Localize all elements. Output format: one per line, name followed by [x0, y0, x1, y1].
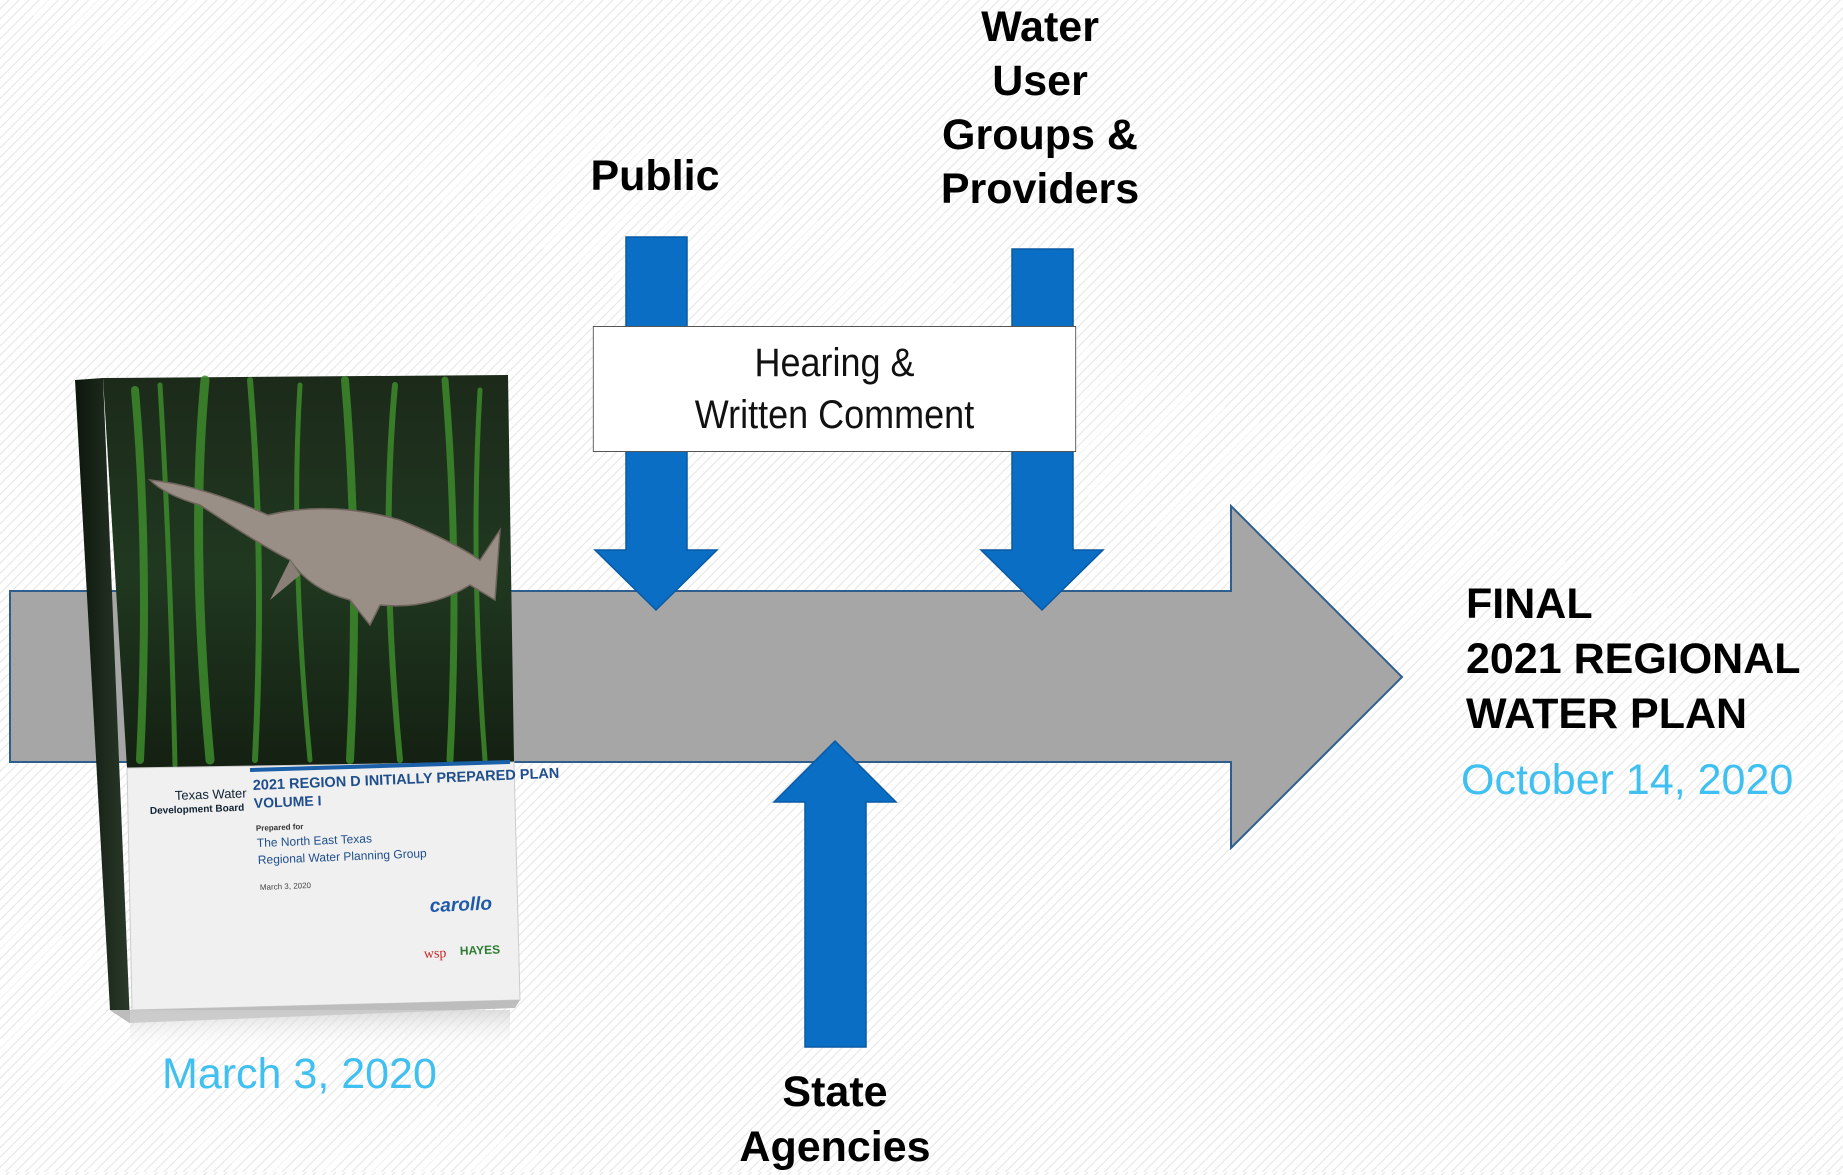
hearing-comment-box: Hearing & Written Comment — [592, 326, 1077, 452]
water-users-line-1: Water — [981, 3, 1099, 51]
cover-prepared-for-1: The North East Texas — [257, 831, 373, 850]
hearing-line-1: Hearing & — [754, 341, 915, 385]
water-users-label: Water User Groups & Providers — [900, 0, 1180, 216]
state-agencies-input-arrow — [772, 739, 898, 1048]
hearing-line-2: Written Comment — [694, 393, 975, 437]
cover-reflection — [130, 1010, 510, 1055]
cover-prepared-for-label: Prepared for — [256, 822, 304, 833]
water-users-line-4: Providers — [940, 165, 1140, 213]
cover-firm-logo: carollo — [429, 894, 492, 917]
end-date: October 14, 2020 — [1461, 756, 1794, 804]
report-cover-image: Texas Water Development Board 2021 REGIO… — [75, 375, 560, 1055]
cover-partner-logo-wsp: wsp — [424, 946, 447, 962]
paddlefish-photo — [147, 479, 501, 627]
final-plan-line-3: WATER PLAN — [1466, 690, 1748, 739]
public-label: Public — [590, 152, 720, 200]
water-users-line-3: Groups & — [942, 111, 1138, 159]
final-plan-label: FINAL 2021 REGIONAL WATER PLAN — [1466, 577, 1801, 742]
cover-logo-line-2: Development Board — [150, 803, 245, 817]
water-users-line-2: User — [992, 57, 1088, 105]
state-agencies-label: State Agencies — [700, 1065, 970, 1175]
state-agencies-line-2: Agencies — [739, 1123, 931, 1171]
cover-prepared-for-2: Regional Water Planning Group — [258, 846, 428, 867]
cover-date: March 3, 2020 — [260, 881, 312, 892]
cover-volume: VOLUME I — [253, 792, 321, 811]
cover-logo-line-1: Texas Water — [175, 785, 248, 803]
start-date: March 3, 2020 — [162, 1050, 437, 1098]
cover-partner-logo-hayes: HAYES — [460, 942, 501, 958]
final-plan-line-2: 2021 REGIONAL — [1466, 635, 1801, 684]
final-plan-line-1: FINAL — [1466, 580, 1593, 628]
state-agencies-line-1: State — [782, 1068, 888, 1116]
